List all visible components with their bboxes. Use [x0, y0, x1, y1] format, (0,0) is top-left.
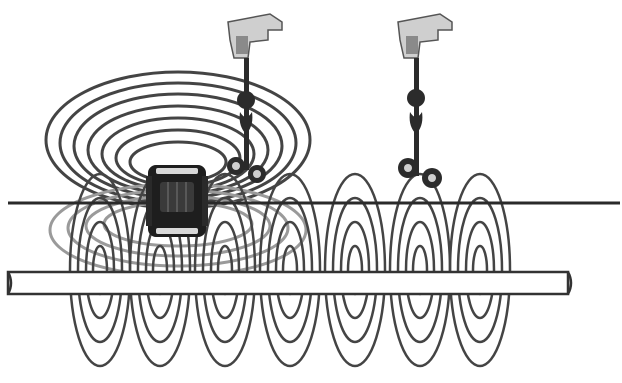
pipe-field-ring	[276, 222, 304, 318]
buried-pipe	[8, 272, 571, 294]
pipe-field-ring	[333, 198, 377, 342]
pipe-field-ring	[341, 222, 369, 318]
pipe-field-ring	[466, 222, 494, 318]
pipe-field-ring	[268, 198, 312, 342]
pipe-field-ring	[458, 198, 502, 342]
locator-device-right	[398, 14, 452, 188]
transmitter-device	[146, 165, 208, 237]
pipe-field-ring	[398, 198, 442, 342]
pipe-field-ring	[406, 222, 434, 318]
